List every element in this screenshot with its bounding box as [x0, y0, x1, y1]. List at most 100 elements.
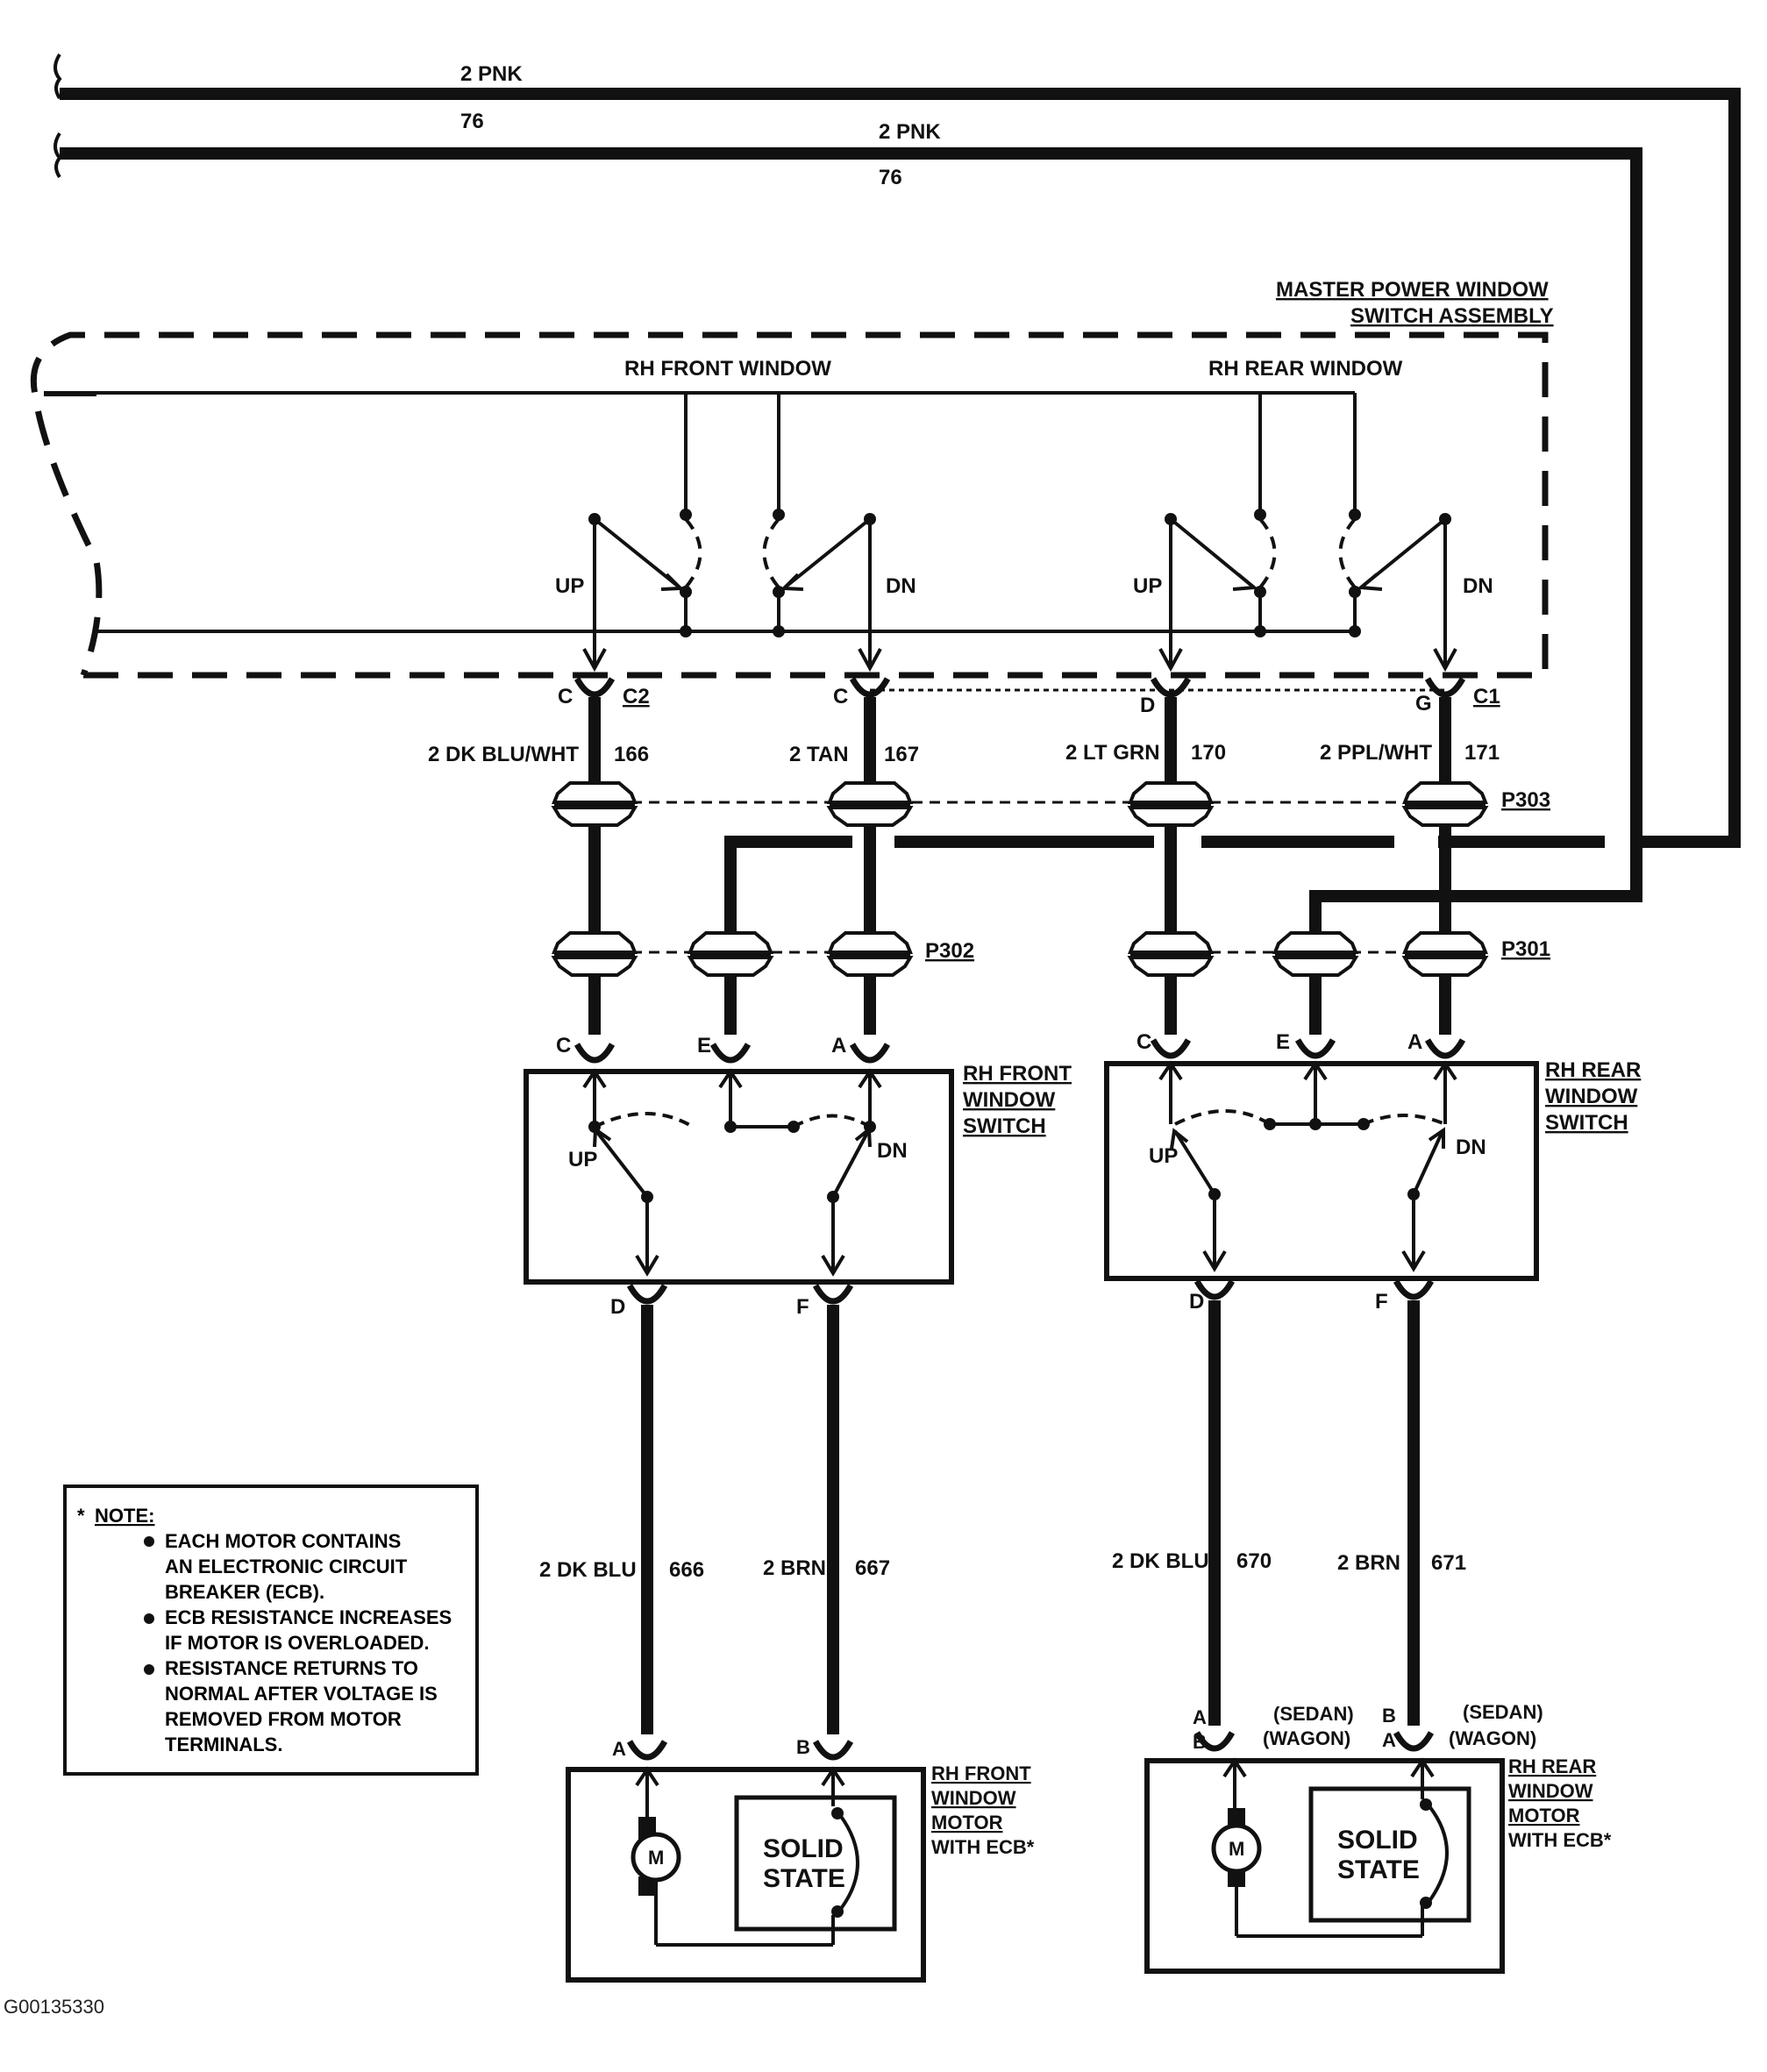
wire-671-circuit: 671	[1431, 1551, 1466, 1575]
rear-motor-solid-line2: STATE	[1337, 1855, 1420, 1884]
rear-motor-left-pin-sedan: A	[1193, 1706, 1207, 1728]
rear-switch-pin-a: A	[1407, 1030, 1422, 1054]
master-rear-dn-label: DN	[1463, 574, 1493, 598]
rear-switch-title-line3: SWITCH	[1545, 1111, 1628, 1135]
master-rear-up-label: UP	[1133, 574, 1162, 598]
master-front-dn-pin: C	[833, 685, 848, 708]
feed-wires	[53, 53, 1741, 1000]
front-switch-title-line3: SWITCH	[963, 1114, 1046, 1138]
note-line-2: AN ELECTRONIC CIRCUIT	[165, 1556, 408, 1577]
rear-motor-m-label: M	[1229, 1838, 1244, 1860]
master-rear-up-pin: D	[1140, 694, 1155, 717]
master-connector-c2: C2	[623, 685, 650, 708]
master-connector-c1: C1	[1473, 685, 1500, 708]
wire-666-circuit: 666	[669, 1558, 704, 1582]
lower-feed-wire-color: 2 PNK	[879, 120, 941, 144]
connector-p302: P302	[925, 939, 974, 963]
lower-feed-circuit: 76	[879, 166, 902, 189]
rear-motor-title-line4: WITH ECB*	[1508, 1829, 1612, 1851]
upper-feed-wire-color: 2 PNK	[460, 62, 523, 86]
wire-667-circuit: 667	[855, 1556, 890, 1580]
wire-666-color: 2 DK BLU	[539, 1558, 637, 1582]
front-motor-title-line3: MOTOR	[931, 1812, 1003, 1833]
front-motor-solid-line1: SOLID	[763, 1834, 844, 1863]
master-front-dn-label: DN	[886, 574, 916, 598]
note-box: * NOTE: EACH MOTOR CONTAINS AN ELECTRONI…	[63, 1485, 479, 1776]
rear-motor-sedan-label-left: (SEDAN)	[1273, 1703, 1354, 1725]
front-motor-title-line4: WITH ECB*	[931, 1836, 1035, 1858]
wire-671-color: 2 BRN	[1337, 1551, 1400, 1575]
wire-167-circuit: 167	[884, 743, 919, 766]
figure-id: G00135330	[4, 1996, 104, 2018]
rh-rear-window-label: RH REAR WINDOW	[1208, 357, 1403, 381]
rear-switch-pin-e: E	[1276, 1030, 1290, 1054]
front-switch-up: UP	[568, 1148, 597, 1171]
rear-motor-title-line2: WINDOW	[1508, 1780, 1593, 1802]
master-connector-forks	[577, 679, 1463, 694]
master-front-up-pin: C	[558, 685, 573, 708]
front-motor-title-line2: WINDOW	[931, 1787, 1016, 1809]
front-switch-pin-c: C	[556, 1034, 571, 1057]
rear-motor-solid-line1: SOLID	[1337, 1826, 1418, 1855]
rear-switch-pin-d: D	[1189, 1290, 1204, 1314]
rear-motor-right-pin-sedan: B	[1382, 1705, 1396, 1727]
lower-wires	[641, 1300, 1420, 1734]
rear-motor-sedan-label-right: (SEDAN)	[1463, 1701, 1543, 1723]
note-title: NOTE:	[95, 1505, 154, 1527]
wire-670-color: 2 DK BLU	[1112, 1549, 1209, 1573]
note-line-8: REMOVED FROM MOTOR	[165, 1708, 402, 1730]
upper-wires	[588, 697, 1451, 1035]
front-switch-pin-a: A	[831, 1034, 846, 1057]
wire-167-color: 2 TAN	[789, 743, 849, 766]
front-switch-dn: DN	[877, 1139, 908, 1163]
wire-166-color: 2 DK BLU/WHT	[428, 743, 579, 766]
front-switch-pin-e: E	[697, 1034, 711, 1057]
upper-feed-circuit: 76	[460, 110, 484, 133]
note-line-7: NORMAL AFTER VOLTAGE IS	[165, 1683, 438, 1705]
rear-switch-dn: DN	[1456, 1136, 1486, 1159]
front-switch-pin-f: F	[796, 1295, 809, 1319]
rh-front-window-switch	[524, 1044, 954, 1301]
inline-connectors	[552, 781, 1487, 977]
master-rear-dn-pin: G	[1415, 692, 1432, 716]
note-line-6: RESISTANCE RETURNS TO	[165, 1657, 418, 1679]
front-switch-title-line1: RH FRONT	[963, 1062, 1072, 1086]
rear-motor-title-line3: MOTOR	[1508, 1805, 1580, 1826]
rear-motor-title-line1: RH REAR	[1508, 1755, 1596, 1777]
front-motor-pin-b: B	[796, 1736, 810, 1758]
rear-switch-up: UP	[1149, 1144, 1178, 1168]
note-line-4: ECB RESISTANCE INCREASES	[165, 1606, 452, 1628]
rear-switch-title-line1: RH REAR	[1545, 1058, 1641, 1082]
note-line-3: BREAKER (ECB).	[165, 1581, 324, 1603]
wire-171-circuit: 171	[1464, 741, 1500, 765]
wire-166-circuit: 166	[614, 743, 649, 766]
master-switch-title-line1: MASTER POWER WINDOW	[1276, 278, 1549, 302]
wire-171-color: 2 PPL/WHT	[1320, 741, 1432, 765]
rh-rear-window-motor	[1144, 1733, 1505, 1974]
master-switch-assembly	[30, 331, 1549, 692]
rh-rear-window-switch	[1104, 1040, 1539, 1297]
wire-170-color: 2 LT GRN	[1065, 741, 1160, 765]
master-switch-title-line2: SWITCH ASSEMBLY	[1350, 304, 1554, 328]
wire-670-circuit: 670	[1236, 1549, 1272, 1573]
front-switch-title-line2: WINDOW	[963, 1088, 1056, 1112]
connector-p301: P301	[1501, 937, 1550, 961]
front-motor-m-label: M	[648, 1847, 664, 1869]
rear-motor-wagon-label-left: (WAGON)	[1263, 1727, 1350, 1749]
connector-p303: P303	[1501, 788, 1550, 812]
rear-motor-left-pin-wagon: B	[1193, 1731, 1207, 1753]
rh-front-window-label: RH FRONT WINDOW	[624, 357, 831, 381]
rear-motor-right-pin-wagon: A	[1382, 1729, 1396, 1751]
rh-front-window-motor	[566, 1741, 926, 1983]
front-switch-pin-d: D	[610, 1295, 625, 1319]
wire-170-circuit: 170	[1191, 741, 1226, 765]
front-motor-pin-a: A	[612, 1738, 626, 1760]
svg-text:*: *	[77, 1505, 85, 1527]
master-front-up-label: UP	[555, 574, 584, 598]
note-line-9: TERMINALS.	[165, 1734, 282, 1755]
note-line-1: EACH MOTOR CONTAINS	[165, 1530, 401, 1552]
rear-switch-pin-f: F	[1375, 1290, 1388, 1314]
front-motor-solid-line2: STATE	[763, 1864, 845, 1893]
note-line-5: IF MOTOR IS OVERLOADED.	[165, 1632, 430, 1654]
